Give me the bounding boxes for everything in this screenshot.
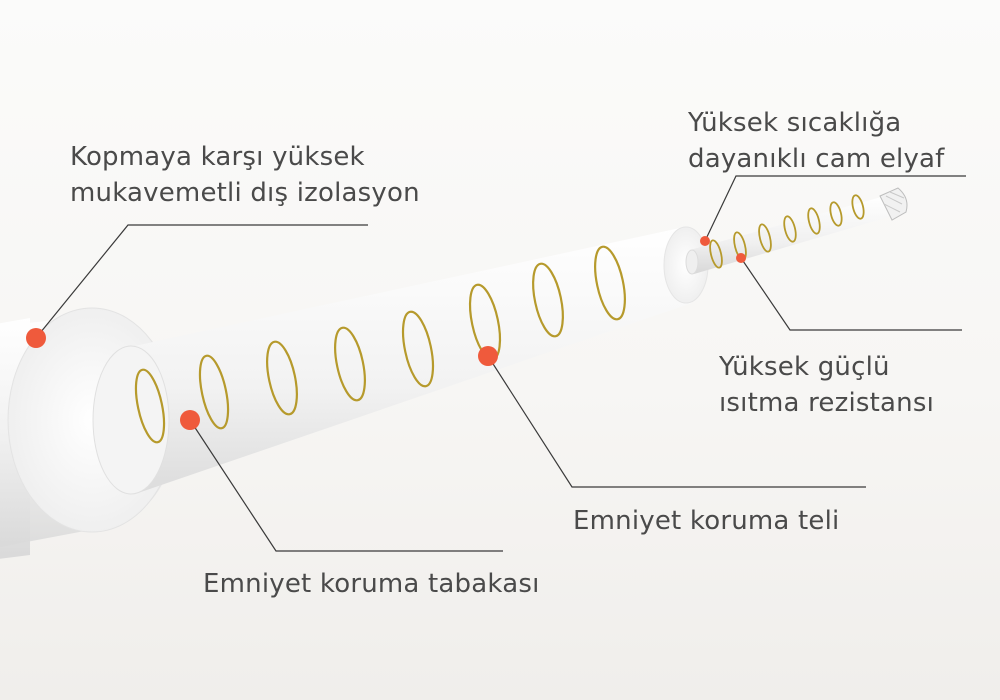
label-outer-insulation-line2: mukavemetli dış izolasyon bbox=[70, 178, 420, 208]
label-safety-layer-text: Emniyet koruma tabakası bbox=[203, 569, 540, 599]
label-safety-wire-text: Emniyet koruma teli bbox=[573, 506, 840, 536]
leader-lines bbox=[35, 175, 966, 552]
leader-line-heating-resistance bbox=[740, 257, 962, 331]
label-outer-insulation-line1: Kopmaya karşı yüksek bbox=[70, 142, 365, 172]
label-safety-wire: Emniyet koruma teli bbox=[573, 503, 839, 539]
markers bbox=[26, 236, 746, 430]
heating-resistance-coil bbox=[709, 194, 865, 269]
label-glass-fiber-line1: Yüksek sıcaklığa bbox=[688, 108, 902, 138]
label-heating-resistance-line1: Yüksek güçlü bbox=[719, 352, 890, 382]
label-heating-resistance: Yüksek güçlü ısıtma rezistansı bbox=[719, 349, 934, 421]
label-glass-fiber: Yüksek sıcaklığa dayanıklı cam elyaf bbox=[688, 105, 945, 177]
safety-layer-tube bbox=[92, 226, 709, 495]
glass-fiber-core bbox=[685, 187, 908, 275]
leader-line-safety-layer bbox=[189, 419, 503, 552]
leader-line-glass-fiber bbox=[704, 175, 966, 242]
label-outer-insulation: Kopmaya karşı yüksek mukavemetli dış izo… bbox=[70, 139, 420, 211]
marker-outer-insulation bbox=[26, 328, 46, 348]
safety-layer-end-face bbox=[92, 345, 170, 495]
label-glass-fiber-line2: dayanıklı cam elyaf bbox=[688, 144, 945, 174]
marker-glass-fiber bbox=[700, 236, 710, 246]
leader-line-outer-insulation bbox=[35, 224, 368, 339]
leader-line-safety-wire bbox=[487, 355, 866, 488]
label-safety-layer: Emniyet koruma tabakası bbox=[203, 566, 540, 602]
marker-heating-resistance bbox=[736, 253, 746, 263]
marker-safety-wire bbox=[478, 346, 498, 366]
label-heating-resistance-line2: ısıtma rezistansı bbox=[719, 388, 935, 418]
marker-safety-layer bbox=[180, 410, 200, 430]
